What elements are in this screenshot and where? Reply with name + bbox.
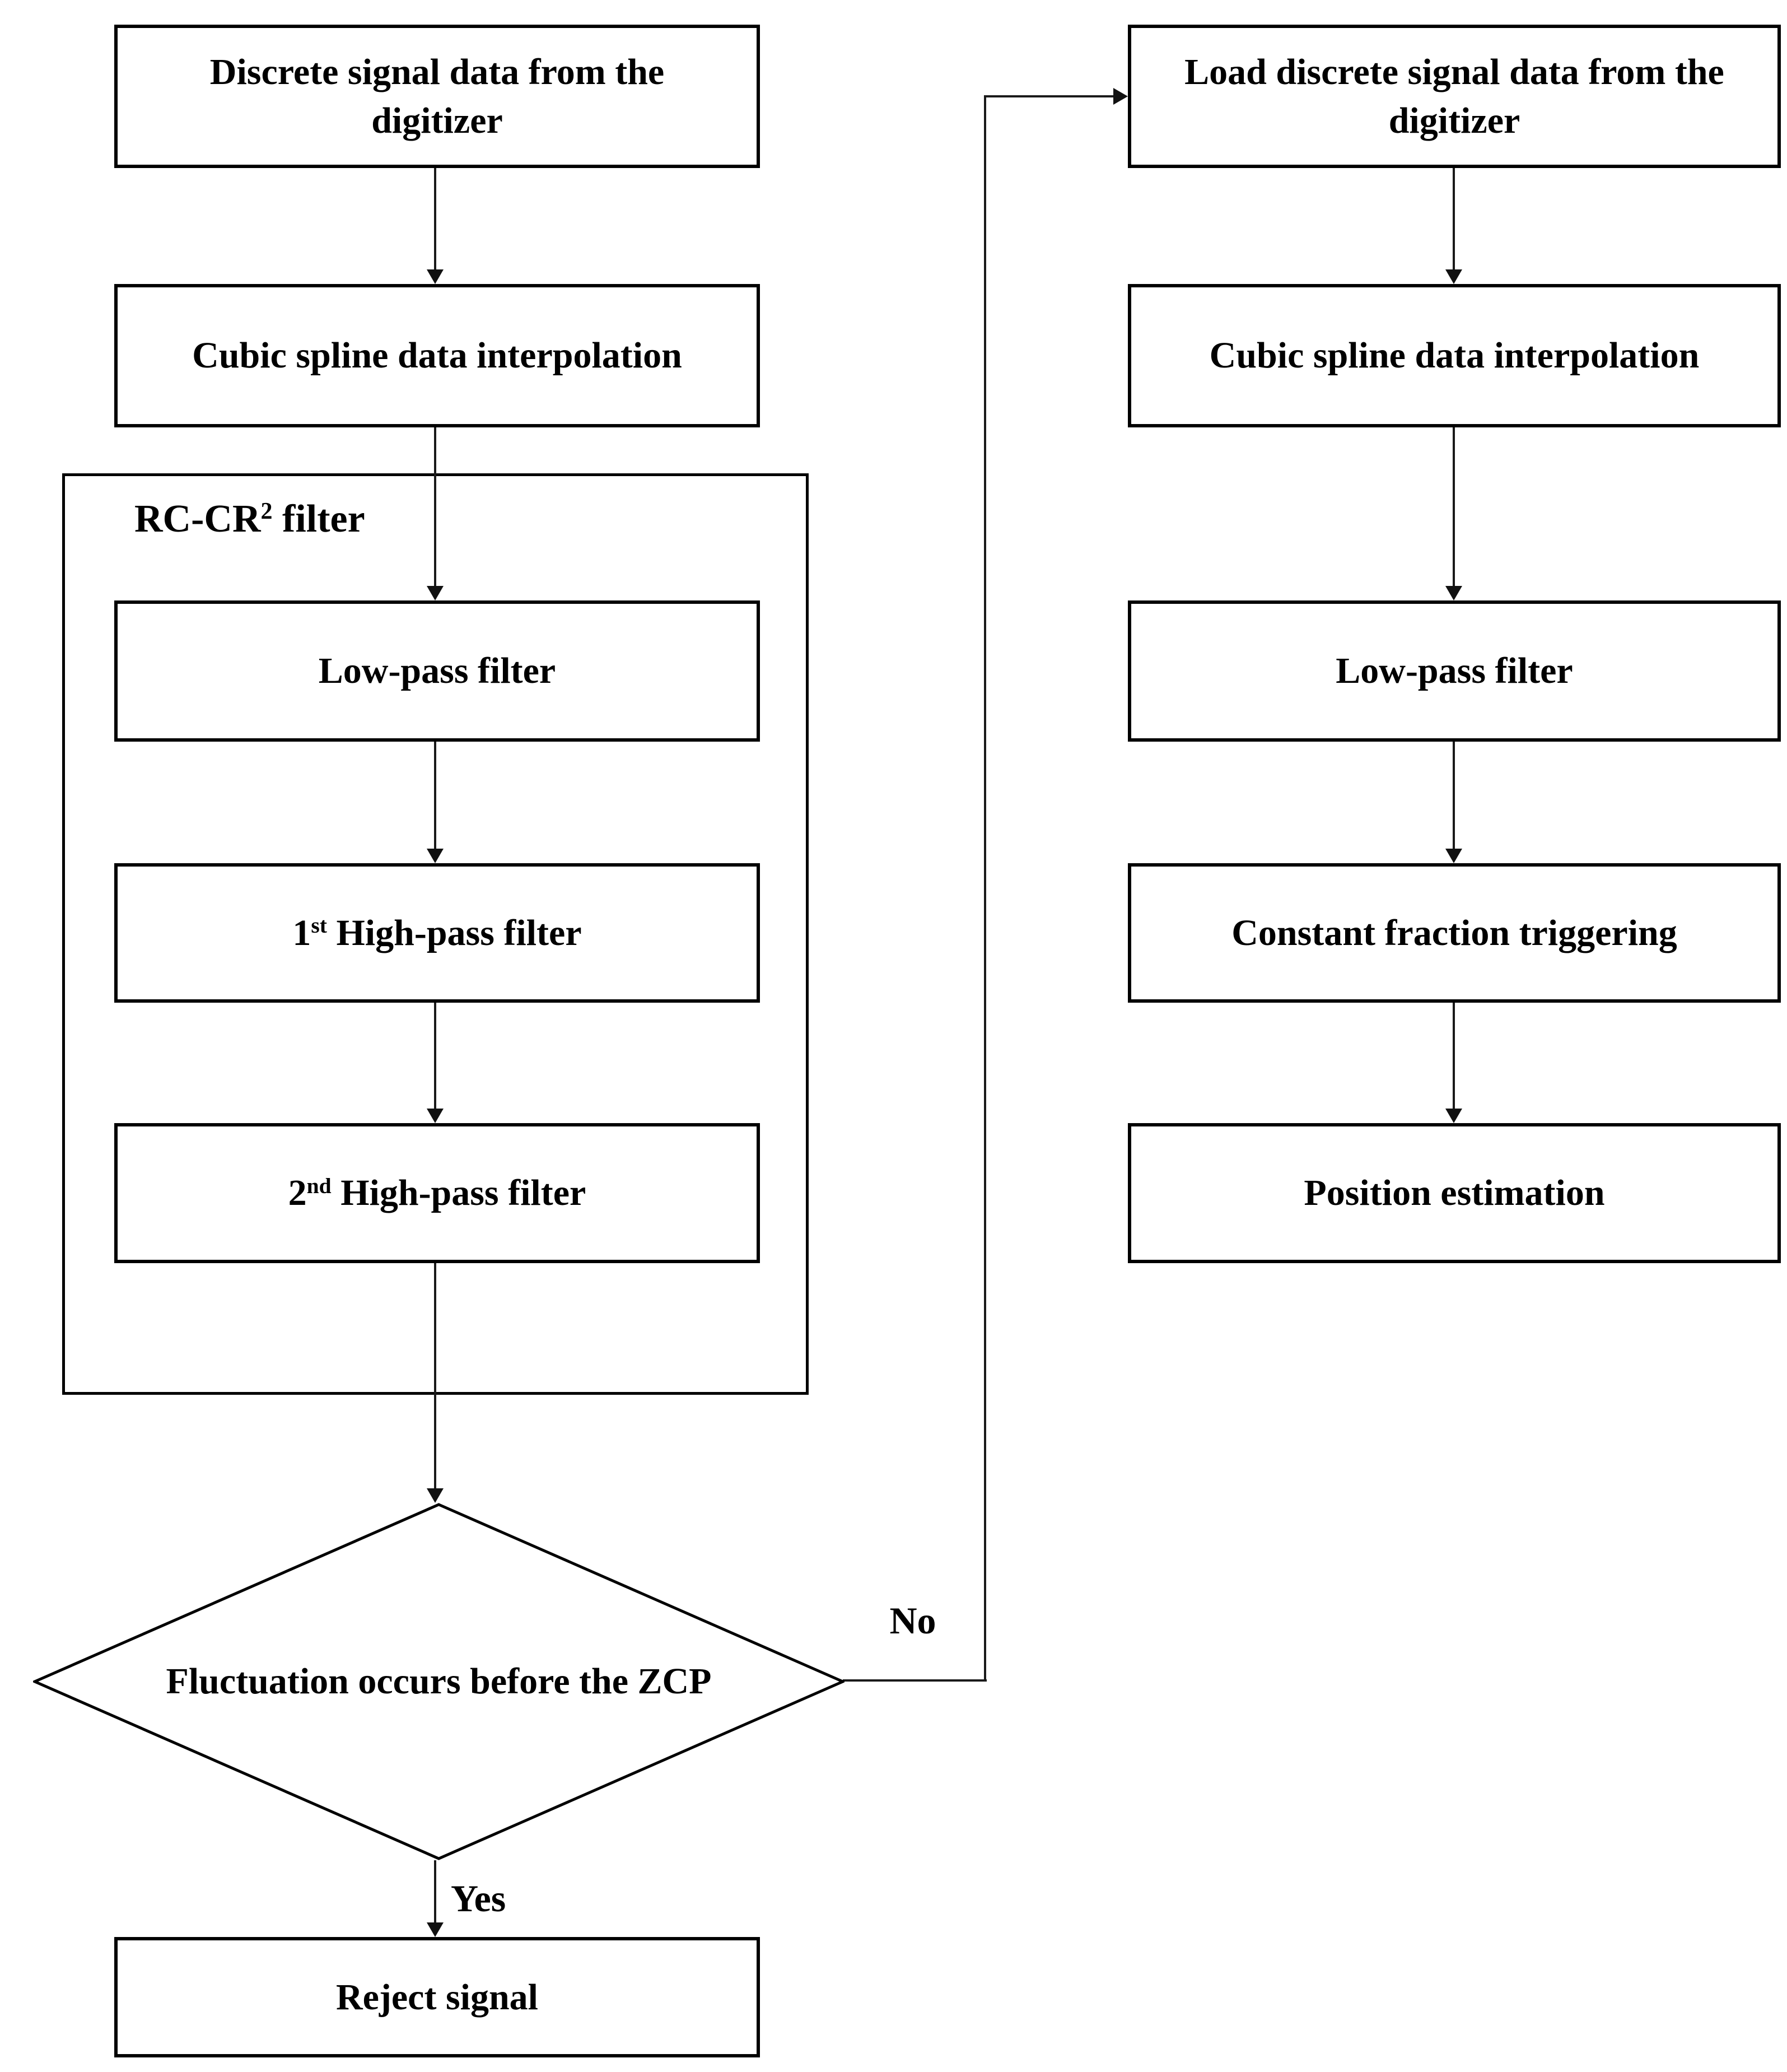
arrow-head-icon [1445, 1109, 1462, 1123]
arrow-down-load-to-spline [1445, 168, 1462, 284]
arrow-head-icon [1445, 849, 1462, 863]
decision-diamond-shape [33, 1503, 844, 1860]
arrow-head-icon [1445, 586, 1462, 600]
arrow-down-decision-to-reject [427, 1860, 444, 1937]
decision-diamond-label: Fluctuation occurs before the ZCP [166, 1661, 712, 1702]
box-high-pass-1: 1st High-pass filter [114, 863, 760, 1003]
arrow-down-lowpass-to-cft [1445, 742, 1462, 863]
box-high-pass-1-label: 1st High-pass filter [292, 912, 582, 953]
box-position-estimation-label: Position estimation [1304, 1172, 1605, 1214]
box-constant-fraction-triggering: Constant fraction triggering [1128, 863, 1781, 1003]
arrow-down-digitizer-to-spline [427, 168, 444, 284]
label-no: No [889, 1599, 936, 1642]
box-low-pass-left: Low-pass filter [114, 600, 760, 742]
box-constant-fraction-triggering-label: Constant fraction triggering [1231, 912, 1677, 953]
box-high-pass-2: 2nd High-pass filter [114, 1123, 760, 1263]
arrow-head-icon [1445, 269, 1462, 284]
box-high-pass-2-label: 2nd High-pass filter [288, 1172, 586, 1214]
box-cubic-spline-right-label: Cubic spline data interpolation [1209, 335, 1700, 376]
group-label-rest: filter [272, 497, 365, 541]
box-load-discrete-signal-label: Load discrete signal data from the digit… [1184, 51, 1724, 141]
arrow-down-lowpass-to-hp1 [427, 742, 444, 863]
box-discrete-signal-data: Discrete signal data from the digitizer [114, 25, 760, 168]
label-yes: Yes [451, 1877, 506, 1920]
arrow-head-icon [427, 849, 444, 863]
box-position-estimation: Position estimation [1128, 1123, 1781, 1263]
arrow-down-cft-to-position [1445, 1003, 1462, 1123]
arrow-head-icon [427, 269, 444, 284]
arrow-down-hp2-to-decision [427, 1263, 444, 1503]
box-low-pass-right: Low-pass filter [1128, 600, 1781, 742]
no-branch-line-bottom [843, 1679, 987, 1682]
box-low-pass-left-label: Low-pass filter [318, 650, 556, 692]
arrow-head-icon [427, 1922, 444, 1937]
group-label-sup: 2 [260, 498, 273, 524]
box-load-discrete-signal: Load discrete signal data from the digit… [1128, 25, 1781, 168]
box-cubic-spline-right: Cubic spline data interpolation [1128, 284, 1781, 427]
box-discrete-signal-data-label: Discrete signal data from the digitizer [209, 51, 665, 141]
arrow-right-no-branch [984, 88, 1128, 105]
group-label-base: RC-CR [134, 497, 261, 541]
box-cubic-spline-left: Cubic spline data interpolation [114, 284, 760, 427]
group-label-rc-cr2: RC-CR2 filter [134, 497, 365, 541]
box-reject-signal: Reject signal [114, 1937, 760, 2057]
arrow-down-spline-to-lowpass [427, 427, 444, 600]
arrow-right-stem [984, 95, 1116, 97]
arrow-right-head-icon [1113, 88, 1128, 105]
arrow-down-spline-to-lowpass-right [1445, 427, 1462, 600]
arrow-head-icon [427, 586, 444, 600]
arrow-head-icon [427, 1109, 444, 1123]
box-cubic-spline-left-label: Cubic spline data interpolation [192, 335, 682, 376]
no-branch-line-vertical [984, 96, 986, 1682]
box-reject-signal-label: Reject signal [335, 1976, 539, 2018]
arrow-head-icon [427, 1488, 444, 1503]
arrow-down-hp1-to-hp2 [427, 1003, 444, 1123]
box-low-pass-right-label: Low-pass filter [1336, 650, 1573, 692]
